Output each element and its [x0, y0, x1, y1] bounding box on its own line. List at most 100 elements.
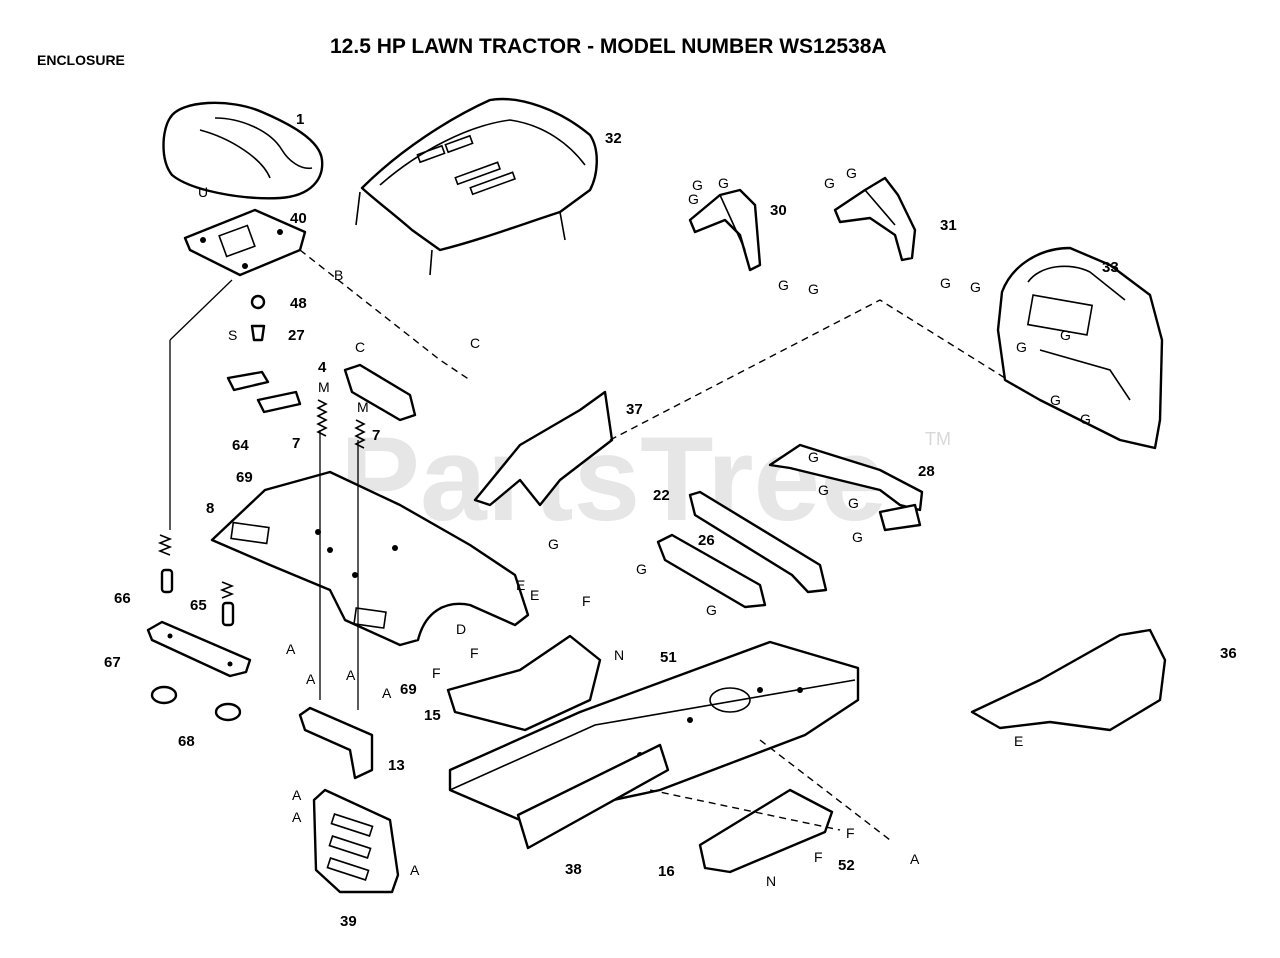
callout-p30[interactable]: 30 [770, 202, 787, 219]
part-seat[interactable] [162, 101, 324, 200]
connection-letter: G [846, 165, 857, 181]
callout-p38[interactable]: 38 [565, 861, 582, 878]
callout-p65[interactable]: 65 [190, 597, 207, 614]
connection-letter: A [346, 667, 356, 683]
connection-letter: G [636, 561, 647, 577]
section-label: ENCLOSURE [37, 52, 125, 68]
callout-p15[interactable]: 15 [424, 707, 441, 724]
part-spring-65[interactable] [157, 534, 235, 599]
connection-letter: G [940, 275, 951, 291]
callout-p7a[interactable]: 7 [292, 435, 300, 452]
part-spring-right[interactable] [354, 419, 366, 449]
part-footrest-15[interactable] [446, 634, 602, 732]
part-bracket-30[interactable] [688, 188, 762, 272]
connection-letter: A [292, 787, 302, 803]
connection-letter: F [470, 645, 479, 661]
part-frame[interactable] [448, 640, 860, 822]
callout-p52[interactable]: 52 [838, 857, 855, 874]
callout-p51[interactable]: 51 [660, 649, 677, 666]
connection-letter: A [410, 862, 420, 878]
part-washer-48[interactable] [250, 294, 266, 310]
part-bracket-13[interactable] [298, 706, 374, 780]
callout-p8[interactable]: 8 [206, 500, 214, 517]
connection-letter: E [1014, 733, 1023, 749]
connection-letter: F [846, 825, 855, 841]
connection-letter: G [818, 482, 829, 498]
connection-letter: G [692, 177, 703, 193]
part-bumpers[interactable] [150, 685, 242, 722]
part-pads[interactable] [226, 370, 302, 414]
part-footrest-16[interactable] [698, 788, 834, 874]
connection-letter: B [334, 267, 343, 283]
connection-letter: G [808, 281, 819, 297]
connection-letter: G [1050, 392, 1061, 408]
part-skirt-36[interactable] [970, 628, 1167, 732]
connection-letter: G [548, 536, 559, 552]
callout-p39[interactable]: 39 [340, 913, 357, 930]
connection-letter: G [688, 191, 699, 207]
connection-letter: A [306, 671, 316, 687]
connection-letter: G [718, 175, 729, 191]
part-bar-22[interactable] [688, 490, 828, 594]
connection-letter: G [778, 277, 789, 293]
part-grille-39[interactable] [312, 788, 400, 894]
connection-letter: G [824, 175, 835, 191]
connection-letter: F [814, 849, 823, 865]
part-spring-left[interactable] [316, 399, 328, 437]
callout-p37[interactable]: 37 [626, 401, 643, 418]
part-hood[interactable] [355, 97, 598, 276]
part-spacer-66[interactable] [160, 568, 235, 627]
callout-p68[interactable]: 68 [178, 733, 195, 750]
part-bar-28[interactable] [768, 443, 924, 532]
connection-letter: M [357, 399, 369, 415]
callout-p40[interactable]: 40 [290, 210, 307, 227]
part-bar-26[interactable] [656, 533, 767, 609]
connection-letter: A [910, 851, 920, 867]
callout-p27[interactable]: 27 [288, 327, 305, 344]
connection-letter: D [456, 621, 466, 637]
connection-letter: M [318, 379, 330, 395]
connection-letter: G [848, 495, 859, 511]
callout-p26[interactable]: 26 [698, 532, 715, 549]
connection-letter: A [382, 685, 392, 701]
callout-p66[interactable]: 66 [114, 590, 131, 607]
callout-p67[interactable]: 67 [104, 654, 121, 671]
connection-letter: A [286, 641, 296, 657]
callout-p1[interactable]: 1 [296, 111, 304, 128]
callout-p69b[interactable]: 69 [400, 681, 417, 698]
connection-letter: F [432, 665, 441, 681]
callout-p13[interactable]: 13 [388, 757, 405, 774]
callout-p36[interactable]: 36 [1220, 645, 1237, 662]
callout-p28[interactable]: 28 [918, 463, 935, 480]
connection-letter: G [1016, 339, 1027, 355]
connection-letter: G [808, 449, 819, 465]
part-mount-plate[interactable] [146, 620, 252, 678]
connection-letter: G [970, 279, 981, 295]
connection-letter: G [1060, 327, 1071, 343]
part-bracket-4[interactable] [343, 363, 417, 422]
callout-p69a[interactable]: 69 [236, 469, 253, 486]
part-seat-plate[interactable] [183, 208, 307, 277]
part-labels: 1 32 30 31 33 40 48 27 4 37 64 7 7 69 8 28 22 26 66 65 67 68 6… [104, 111, 1237, 930]
callout-p64[interactable]: 64 [232, 437, 249, 454]
part-bracket-31[interactable] [833, 176, 917, 262]
part-dash-panel[interactable] [996, 246, 1164, 450]
callout-p31[interactable]: 31 [940, 217, 957, 234]
connection-letter: E [516, 577, 525, 593]
connection-letter: A [292, 809, 302, 825]
part-side-panel-37[interactable] [473, 390, 614, 507]
part-bolt-27[interactable] [250, 324, 266, 342]
callout-p7b[interactable]: 7 [372, 427, 380, 444]
callout-p33[interactable]: 33 [1102, 259, 1119, 276]
callout-p16[interactable]: 16 [658, 863, 675, 880]
callout-p32[interactable]: 32 [605, 130, 622, 147]
callout-p48[interactable]: 48 [290, 295, 307, 312]
connection-letter: S [228, 327, 237, 343]
part-rail-38[interactable] [516, 743, 670, 850]
connection-letter: C [355, 339, 365, 355]
callout-p22[interactable]: 22 [653, 487, 670, 504]
connection-letter: N [766, 873, 776, 889]
callout-p4[interactable]: 4 [318, 359, 327, 376]
